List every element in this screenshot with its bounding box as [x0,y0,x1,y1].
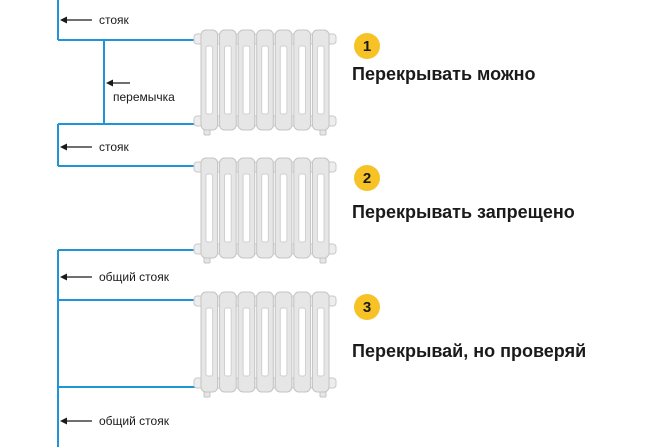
bypass-pointer: перемычка [106,79,175,104]
case-title-3: Перекрывай, но проверяй [352,341,587,361]
bypass-label: перемычка [113,90,175,104]
case-number-badge-3: 3 [354,294,380,320]
radiator-1 [193,29,337,136]
common-riser-pointer-2: общий стояк [60,414,170,428]
case-number-badge-2: 2 [354,165,380,191]
riser-label-2: стояк [99,140,130,154]
pipes [57,0,196,447]
riser-pointer-2: стояк [60,140,130,154]
case-title-2: Перекрывать запрещено [352,202,575,222]
riser-label-1: стояк [99,13,130,27]
case-number-badge-1: 1 [354,33,380,59]
radiator-2 [193,157,337,264]
radiator-3 [193,291,337,398]
riser-pointer-1: стояк [60,13,130,27]
common-riser-label-2: общий стояк [99,414,170,428]
case-title-1: Перекрывать можно [352,64,536,84]
common-riser-pointer-1: общий стояк [60,270,170,284]
common-riser-label-1: общий стояк [99,270,170,284]
